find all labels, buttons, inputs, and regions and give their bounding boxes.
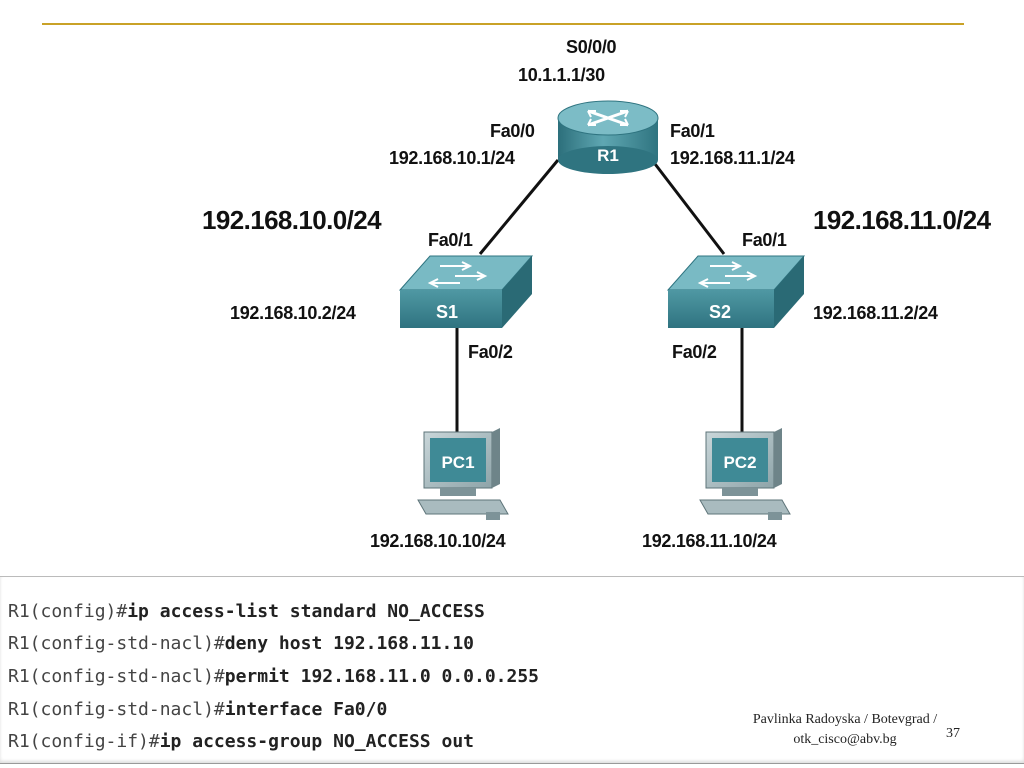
pc2-ip-label: 192.168.11.10/24	[642, 531, 777, 551]
switch-s2-icon	[666, 255, 806, 328]
cli-command: interface Fa0/0	[224, 699, 388, 720]
network-left-label: 192.168.10.0/24	[202, 205, 382, 235]
router-fa0-1-ip-label: 192.168.11.1/24	[670, 148, 795, 168]
s2-downlink-label: Fa0/2	[672, 342, 717, 362]
router-fa0-0-label: Fa0/0	[490, 121, 535, 141]
pc1-ip-label: 192.168.10.10/24	[370, 531, 506, 551]
page-number: 37	[946, 726, 960, 741]
cli-line: R1(config)#ip access-list standard NO_AC…	[8, 601, 485, 622]
header-rule	[42, 23, 964, 25]
serial-interface-label: S0/0/0	[566, 37, 617, 57]
cli-prompt: R1(config-std-nacl)#	[8, 666, 225, 687]
s1-ip-label: 192.168.10.2/24	[230, 303, 356, 323]
pc2-icon	[699, 428, 791, 520]
cli-line: R1(config-std-nacl)#permit 192.168.11.0 …	[8, 666, 539, 687]
s2-ip-label: 192.168.11.2/24	[813, 303, 938, 323]
cli-command: deny host 192.168.11.10	[224, 633, 474, 654]
router-fa0-1-label: Fa0/1	[670, 121, 715, 141]
cli-output-panel: R1(config)#ip access-list standard NO_AC…	[0, 576, 1024, 764]
serial-ip-label: 10.1.1.1/30	[518, 65, 605, 85]
network-right-label: 192.168.11.0/24	[813, 205, 991, 235]
switch-s1-name: S1	[436, 302, 458, 322]
switch-s1-icon	[398, 255, 534, 328]
cli-prompt: R1(config)#	[8, 601, 128, 622]
cli-line: R1(config-if)#ip access-group NO_ACCESS …	[8, 731, 474, 752]
cli-line: R1(config-std-nacl)#interface Fa0/0	[8, 699, 387, 720]
pc1-icon	[417, 428, 509, 520]
s1-uplink-label: Fa0/1	[428, 230, 473, 250]
router-fa0-0-ip-label: 192.168.10.1/24	[389, 148, 515, 168]
s1-downlink-label: Fa0/2	[468, 342, 513, 362]
router-name: R1	[597, 146, 619, 165]
cli-line: R1(config-std-nacl)#deny host 192.168.11…	[8, 633, 474, 654]
cli-command: ip access-list standard NO_ACCESS	[127, 601, 485, 622]
cli-prompt: R1(config-std-nacl)#	[8, 699, 225, 720]
cli-command: ip access-group NO_ACCESS out	[159, 731, 474, 752]
link-r1-s1	[478, 159, 560, 255]
footer-email: otk_cisco@abv.bg	[793, 732, 897, 747]
router-r1-icon	[557, 100, 659, 174]
link-r1-s2	[650, 159, 726, 255]
pc2-name: PC2	[723, 453, 756, 472]
footer-author: Pavlinka Radoyska / Botevgrad /	[752, 712, 938, 727]
switch-s2-name: S2	[709, 302, 731, 322]
cli-command: permit 192.168.11.0 0.0.0.255	[224, 666, 540, 687]
pc1-name: PC1	[441, 453, 474, 472]
slide-footer: Pavlinka Radoyska / Botevgrad / otk_cisc…	[720, 710, 970, 750]
cli-prompt: R1(config-std-nacl)#	[8, 633, 225, 654]
cli-prompt: R1(config-if)#	[8, 731, 160, 752]
s2-uplink-label: Fa0/1	[742, 230, 787, 250]
